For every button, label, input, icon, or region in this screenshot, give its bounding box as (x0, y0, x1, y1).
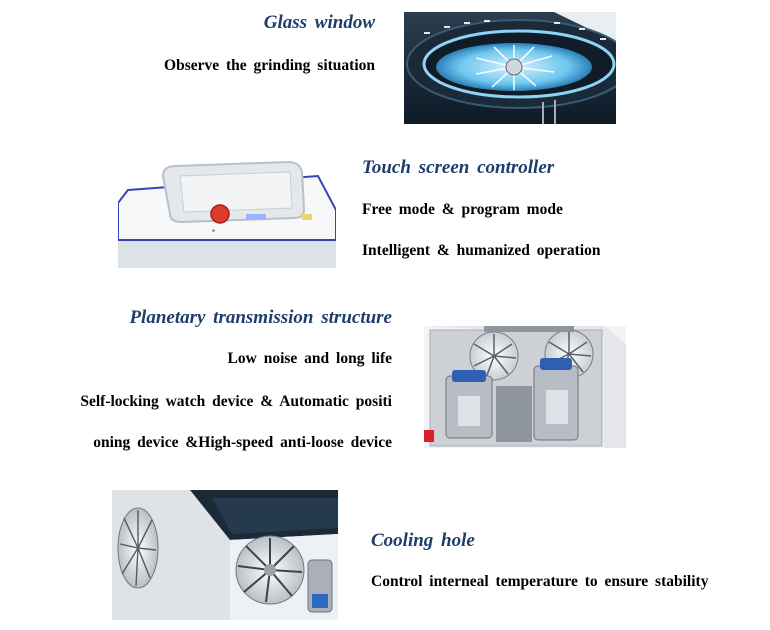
section-title: Glass window (263, 12, 375, 33)
planetary-transmission-photo (424, 326, 626, 448)
section-description: Free mode & program mode (362, 201, 563, 218)
section-title: Touch screen controller (362, 157, 555, 178)
section-description: Low noise and long life (227, 350, 392, 367)
section-description: Observe the grinding situation (164, 57, 375, 74)
section-description: Self-locking watch device & Automatic po… (80, 393, 392, 410)
section-title: Planetary transmission structure (129, 307, 392, 328)
cooling-hole-photo (112, 490, 338, 620)
section-description: oning device &High-speed anti-loose devi… (93, 434, 392, 451)
touch-screen-controller-photo: ● (118, 158, 336, 268)
section-description: Control interneal temperature to ensure … (371, 573, 709, 590)
section-title: Cooling hole (371, 530, 475, 551)
section-description: Intelligent & humanized operation (362, 242, 601, 259)
svg-text:●: ● (212, 229, 215, 234)
glass-window-photo (404, 12, 616, 124)
